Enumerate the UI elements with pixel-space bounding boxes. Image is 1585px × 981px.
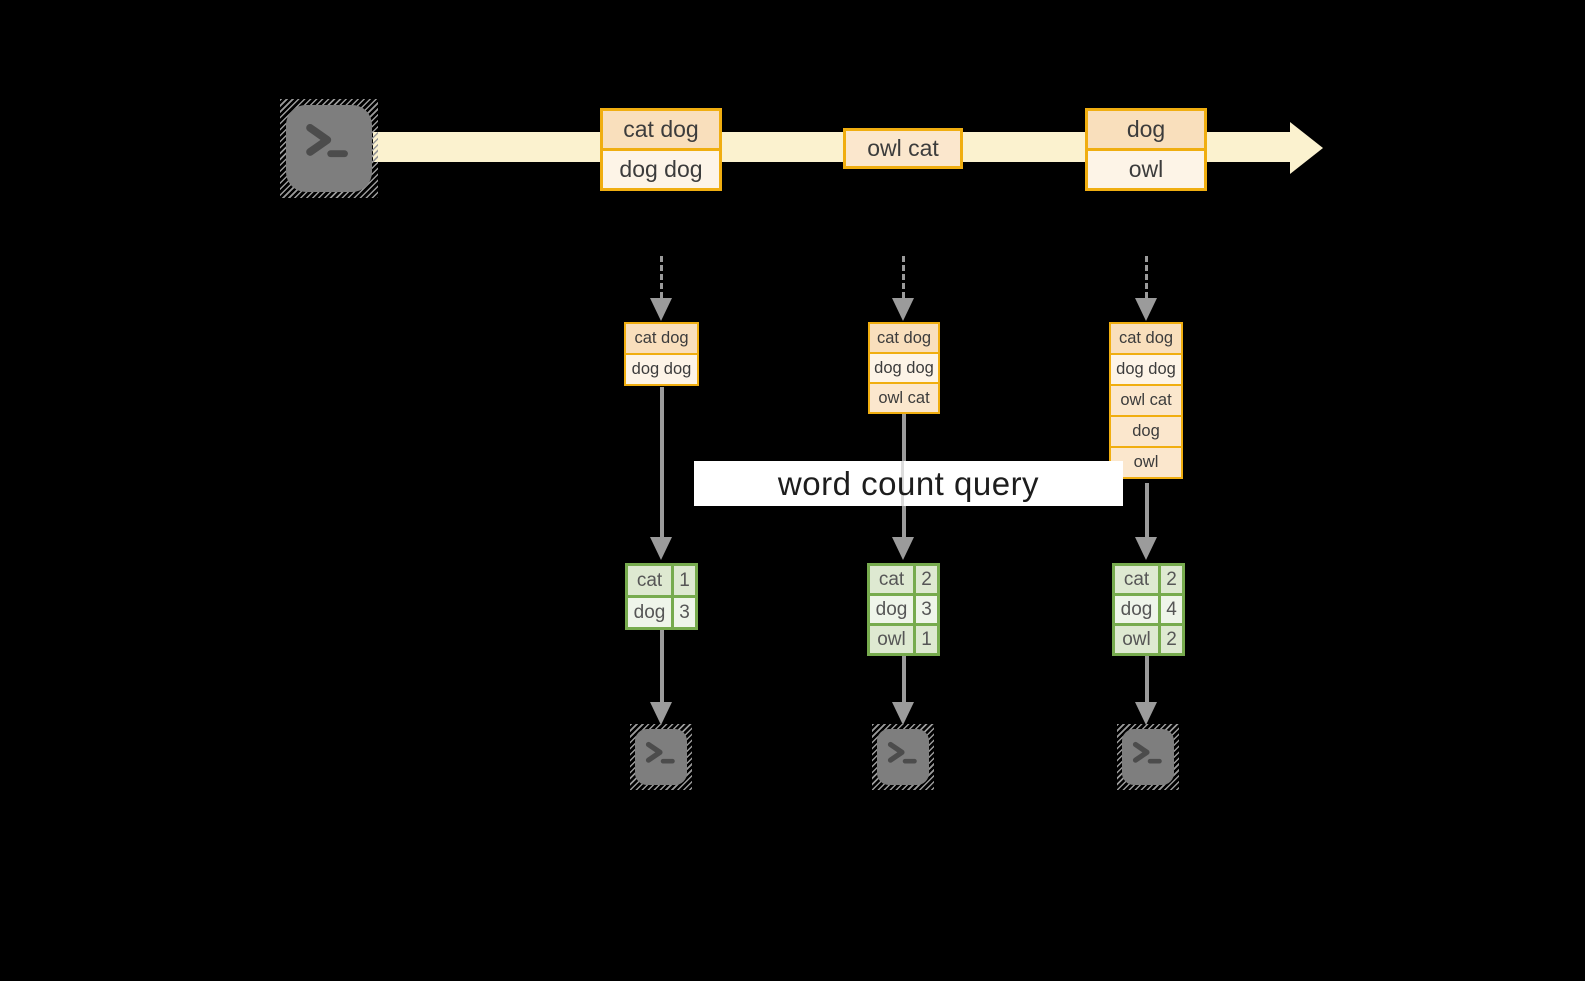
arrow-head-icon	[892, 298, 914, 321]
terminal-sink-icon-1	[630, 724, 692, 790]
arrow-head-icon	[650, 537, 672, 560]
stack-cell: owl cat	[1111, 386, 1181, 415]
batch-cell: dog	[1088, 111, 1204, 148]
terminal-sink-icon-2	[872, 724, 934, 790]
terminal-sink-icon-3	[1117, 724, 1179, 790]
wordcount-value-cell: 1	[674, 566, 695, 595]
microbatch-dashed-arrow-line	[1145, 256, 1148, 298]
wordcount-word-cell: dog	[870, 596, 913, 623]
batch-cell: cat dog	[603, 111, 719, 148]
wordcount-value-cell: 4	[1161, 596, 1182, 623]
microbatch-dashed-arrow-line	[902, 256, 905, 298]
terminal-body	[635, 729, 687, 785]
terminal-body	[1122, 729, 1174, 785]
wordcount-table-3: cat 2 dog 4 owl 2	[1112, 563, 1185, 656]
arrow-head-icon	[1135, 298, 1157, 321]
wordcount-value-cell: 3	[674, 598, 695, 627]
result-arrow-line	[1145, 653, 1149, 704]
wordcount-word-cell: cat	[1115, 566, 1158, 593]
stack-cell: cat dog	[870, 324, 938, 352]
prompt-glyph-icon	[887, 741, 917, 764]
microbatch-stack-1: cat dog dog dog	[624, 322, 699, 386]
terminal-source-icon	[280, 99, 378, 198]
arrow-head-icon	[650, 298, 672, 321]
stream-timeline-arrowhead-icon	[1290, 122, 1323, 174]
wordcount-table-2: cat 2 dog 3 owl 1	[867, 563, 940, 656]
arrow-head-icon	[892, 537, 914, 560]
wordcount-word-cell: dog	[1115, 596, 1158, 623]
query-arrow-line	[1145, 483, 1149, 539]
batch-cell: dog dog	[603, 151, 719, 188]
arrow-line-through-banner	[901, 461, 904, 506]
wordcount-word-cell: cat	[870, 566, 913, 593]
stream-batch-2: owl cat	[843, 128, 963, 169]
result-arrow-line	[902, 654, 906, 704]
wordcount-value-cell: 3	[916, 596, 937, 623]
prompt-glyph-icon	[1132, 741, 1162, 764]
arrow-head-icon	[1135, 702, 1157, 725]
microbatch-stack-3: cat dog dog dog owl cat dog owl	[1109, 322, 1183, 479]
arrow-head-icon	[1135, 537, 1157, 560]
wordcount-word-cell: owl	[870, 626, 913, 653]
wordcount-word-cell: dog	[628, 598, 671, 627]
wordcount-value-cell: 2	[1161, 626, 1182, 653]
wordcount-word-cell: owl	[1115, 626, 1158, 653]
stack-cell: dog dog	[626, 355, 697, 384]
batch-cell: owl	[1088, 151, 1204, 188]
microbatch-dashed-arrow-line	[660, 256, 663, 298]
arrow-head-icon	[892, 702, 914, 725]
stream-batch-3: dog owl	[1085, 108, 1207, 191]
microbatch-stack-2: cat dog dog dog owl cat	[868, 322, 940, 414]
batch-cell: owl cat	[846, 131, 960, 166]
arrow-head-icon	[650, 702, 672, 725]
query-banner-label: word count query	[777, 464, 1040, 502]
stack-cell: owl cat	[870, 384, 938, 412]
wordcount-value-cell: 1	[916, 626, 937, 653]
query-banner: word count query	[694, 461, 1123, 506]
stream-batch-1: cat dog dog dog	[600, 108, 722, 191]
wordcount-value-cell: 2	[1161, 566, 1182, 593]
stack-cell: cat dog	[1111, 324, 1181, 353]
stack-cell: dog dog	[870, 354, 938, 382]
terminal-body	[877, 729, 929, 785]
query-arrow-line	[660, 387, 664, 539]
stack-cell: dog	[1111, 417, 1181, 446]
prompt-glyph-icon	[306, 123, 348, 158]
wordcount-value-cell: 2	[916, 566, 937, 593]
result-arrow-line	[660, 630, 664, 704]
terminal-body	[286, 105, 372, 192]
wordcount-table-1: cat 1 dog 3	[625, 563, 698, 630]
stack-cell: cat dog	[626, 324, 697, 353]
stack-cell: dog dog	[1111, 355, 1181, 384]
wordcount-word-cell: cat	[628, 566, 671, 595]
prompt-glyph-icon	[645, 741, 675, 764]
